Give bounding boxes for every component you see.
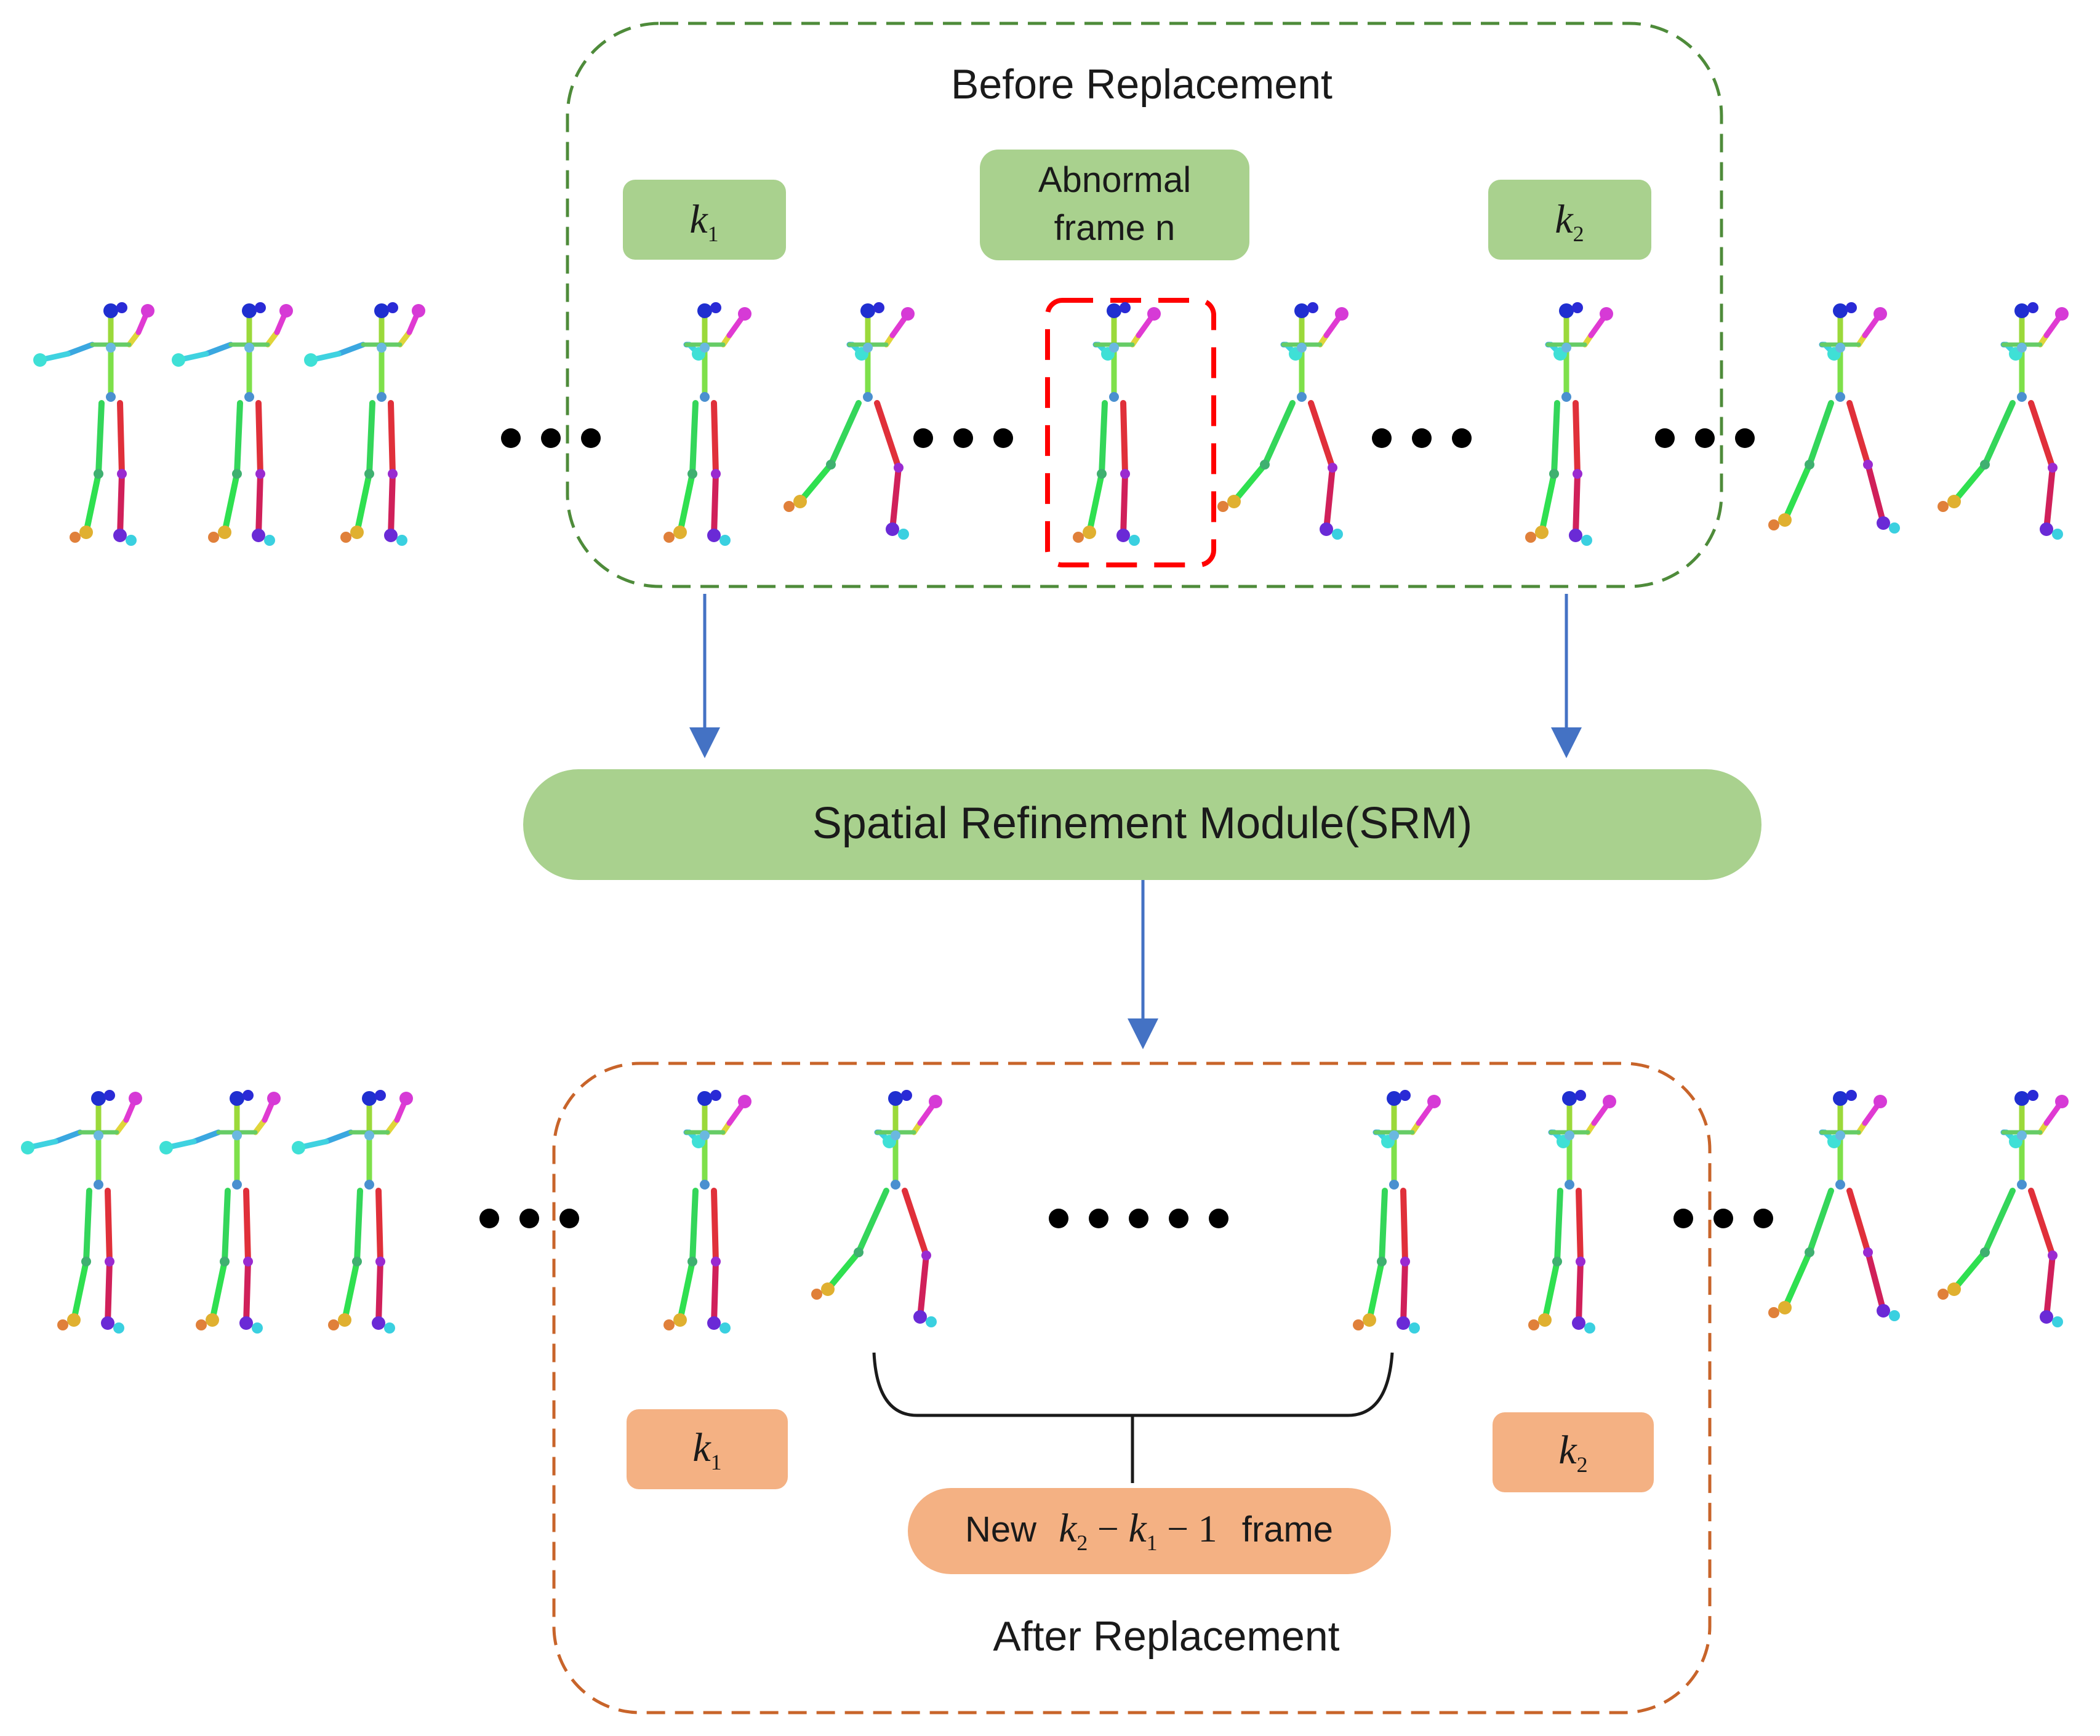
ellipsis-dot bbox=[1695, 428, 1715, 448]
ellipsis-dot bbox=[479, 1209, 499, 1228]
svg-text:k1: k1 bbox=[689, 197, 718, 246]
k2-box-before: k2 bbox=[1488, 180, 1651, 260]
skeleton-figure bbox=[172, 302, 293, 546]
skeleton-figure bbox=[1353, 1090, 1441, 1334]
before-skeleton-row bbox=[33, 302, 2069, 546]
ellipsis-dot bbox=[559, 1209, 579, 1228]
svg-text:Spatial Refinement Module(SRM): Spatial Refinement Module(SRM) bbox=[812, 799, 1472, 848]
skeleton-figure bbox=[33, 302, 154, 546]
after-replacement-region bbox=[552, 1062, 1712, 1714]
after-ellipsis-dots bbox=[479, 1209, 1773, 1228]
skeleton-figure bbox=[663, 1090, 751, 1334]
ellipsis-dot bbox=[519, 1209, 539, 1228]
svg-text:New k2 − k1 − 1 fr: New k2 − k1 − 1 frame bbox=[965, 1506, 1333, 1555]
ellipsis-dot bbox=[1412, 428, 1432, 448]
before-ellipsis-dots bbox=[501, 428, 1755, 448]
skeleton-figure bbox=[1768, 302, 1900, 534]
ellipsis-dot bbox=[1049, 1209, 1068, 1228]
ellipsis-dot bbox=[1713, 1209, 1733, 1228]
ellipsis-dot bbox=[1129, 1209, 1148, 1228]
svg-text:frame n: frame n bbox=[1054, 208, 1176, 248]
ellipsis-dot bbox=[913, 428, 933, 448]
skeleton-figure bbox=[159, 1090, 281, 1334]
skeleton-figure bbox=[1217, 302, 1349, 540]
skeleton-figure bbox=[1073, 302, 1161, 546]
skeleton-figure bbox=[1938, 1090, 2069, 1327]
srm-module-box: Spatial Refinement Module(SRM) bbox=[523, 769, 1761, 880]
skeleton-figure bbox=[1528, 1090, 1616, 1334]
ellipsis-dot bbox=[953, 428, 973, 448]
skeleton-figure bbox=[292, 1090, 413, 1334]
skeleton-figure bbox=[663, 302, 751, 546]
skeleton-figure bbox=[1768, 1090, 1900, 1321]
after-replacement-title: After Replacement bbox=[993, 1613, 1339, 1660]
ellipsis-dot bbox=[1372, 428, 1392, 448]
ellipsis-dot bbox=[1673, 1209, 1693, 1228]
ellipsis-dot bbox=[581, 428, 601, 448]
skeleton-figure bbox=[1525, 302, 1613, 546]
before-replacement-region bbox=[566, 22, 1723, 588]
ellipsis-dot bbox=[1209, 1209, 1228, 1228]
abnormal-frame-highlight bbox=[1045, 298, 1216, 567]
skeleton-figure bbox=[21, 1090, 142, 1334]
svg-text:k2: k2 bbox=[1558, 1428, 1587, 1477]
skeleton-figure bbox=[783, 302, 915, 540]
ellipsis-dot bbox=[1452, 428, 1472, 448]
abnormal-frame-box: Abnormal frame n bbox=[980, 150, 1249, 260]
ellipsis-dot bbox=[1655, 428, 1675, 448]
svg-text:Abnormal: Abnormal bbox=[1038, 160, 1191, 200]
ellipsis-dot bbox=[541, 428, 561, 448]
k2-box-after: k2 bbox=[1493, 1412, 1654, 1492]
ellipsis-dot bbox=[993, 428, 1013, 448]
svg-text:k2: k2 bbox=[1555, 197, 1584, 246]
skeleton-figure bbox=[1938, 302, 2069, 540]
ellipsis-dot bbox=[1753, 1209, 1773, 1228]
svg-text:k1: k1 bbox=[692, 1425, 721, 1474]
ellipsis-dot bbox=[1089, 1209, 1108, 1228]
new-frames-box: New k2 − k1 − 1 frame bbox=[908, 1488, 1391, 1574]
ellipsis-dot bbox=[501, 428, 521, 448]
k1-box-after: k1 bbox=[627, 1409, 788, 1489]
ellipsis-dot bbox=[1169, 1209, 1188, 1228]
new-frames-brace bbox=[872, 1352, 1394, 1417]
skeleton-figure bbox=[811, 1090, 942, 1327]
k1-box-before: k1 bbox=[623, 180, 786, 260]
before-replacement-title: Before Replacement bbox=[951, 61, 1333, 108]
skeleton-figure bbox=[304, 302, 425, 546]
after-skeleton-row bbox=[21, 1090, 2069, 1334]
ellipsis-dot bbox=[1735, 428, 1755, 448]
